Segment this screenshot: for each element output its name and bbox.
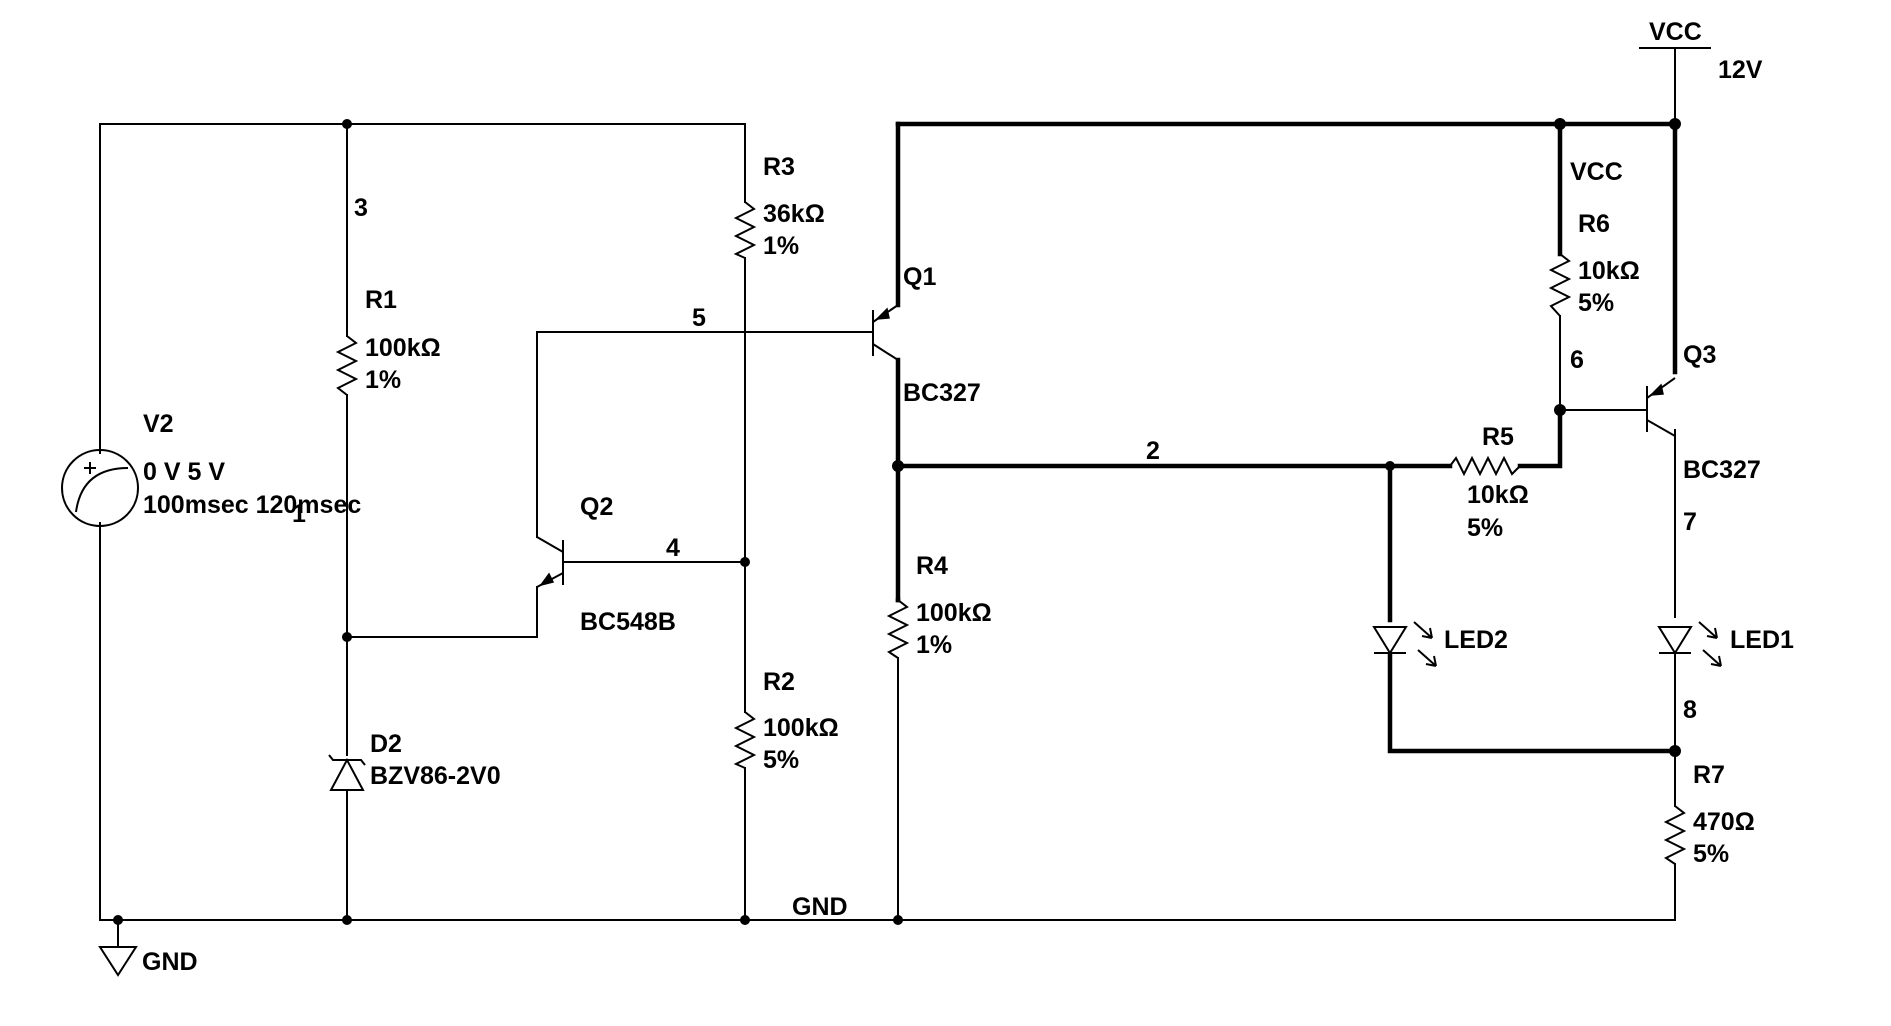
q2-ref: Q2 [580, 493, 613, 521]
r7-tol: 5% [1693, 840, 1729, 868]
resistor-r7: R7 470Ω 5% [1663, 761, 1755, 868]
net-label-4: 4 [666, 534, 680, 562]
transistor-q2: Q2 BC548B [536, 493, 676, 636]
led2-ref: LED2 [1444, 626, 1508, 654]
r4-value: 100kΩ [916, 599, 992, 627]
junction-dot [113, 915, 123, 925]
q3-value: BC327 [1683, 456, 1761, 484]
junction-dot [342, 632, 352, 642]
junction-dot [893, 915, 903, 925]
zener-diode-d2: D2 BZV86-2V0 [328, 730, 501, 791]
junction-dot [342, 119, 352, 129]
bold-wires [895, 121, 1678, 754]
resistor-r1: R1 100kΩ 1% [335, 286, 441, 396]
vcc-label: VCC [1649, 18, 1702, 46]
junction-dot [1669, 745, 1681, 757]
r7-value: 470Ω [1693, 808, 1755, 836]
junction-dot [1669, 118, 1681, 130]
v2-line2: 100msec 120msec [143, 491, 361, 519]
resistor-r3: R3 36kΩ 1% [733, 153, 825, 260]
r2-tol: 5% [763, 746, 799, 774]
r4-tol: 1% [916, 631, 952, 659]
r1-tol: 1% [365, 366, 401, 394]
resistor-r5: R5 10kΩ 5% [1449, 423, 1529, 542]
gnd-label: GND [142, 948, 198, 976]
led1: LED1 [1657, 621, 1794, 667]
junction-dot [1554, 404, 1566, 416]
resistor-r6: R6 10kΩ 5% [1548, 210, 1640, 317]
r7-ref: R7 [1693, 761, 1725, 789]
wire-led2-bottom [1387, 653, 1678, 754]
wire-node1-q2 [346, 586, 538, 638]
r3-value: 36kΩ [763, 200, 825, 228]
wire-node5 [536, 331, 874, 538]
v2-ref: V2 [143, 410, 174, 438]
net-label-6: 6 [1570, 346, 1584, 374]
q2-value: BC548B [580, 608, 676, 636]
r6-tol: 5% [1578, 289, 1614, 317]
vcc-value: 12V [1718, 56, 1763, 84]
r1-value: 100kΩ [365, 334, 441, 362]
junction-dot [892, 460, 904, 472]
net-label-1: 1 [292, 500, 306, 528]
q1-ref: Q1 [903, 263, 936, 291]
v2-line1: 0 V 5 V [143, 458, 225, 486]
r6-ref: R6 [1578, 210, 1610, 238]
r5-value: 10kΩ [1467, 481, 1529, 509]
d2-value: BZV86-2V0 [370, 762, 501, 790]
junction-dot [740, 557, 750, 567]
r1-ref: R1 [365, 286, 397, 314]
led2: LED2 [1372, 621, 1508, 667]
q1-value: BC327 [903, 379, 981, 407]
vcc-symbol: VCC 12V [1639, 18, 1763, 84]
wire-r5-right [1517, 407, 1563, 469]
r6-value: 10kΩ [1578, 257, 1640, 285]
q3-ref: Q3 [1683, 341, 1716, 369]
ground-symbol: GND [98, 946, 198, 977]
net-label-3: 3 [354, 194, 368, 222]
vcc-net-label: VCC [1570, 158, 1623, 186]
led1-ref: LED1 [1730, 626, 1794, 654]
net-labels: 1 2 3 4 5 6 7 8 [292, 194, 1697, 724]
r5-ref: R5 [1482, 423, 1514, 451]
transistor-q1: Q1 BC327 [872, 263, 981, 407]
junctions [113, 118, 1681, 925]
junction-dot [1554, 118, 1566, 130]
gnd-net-label: GND [792, 893, 848, 921]
r2-value: 100kΩ [763, 714, 839, 742]
wire-r6-bottom [1559, 315, 1566, 411]
junction-dot [740, 915, 750, 925]
d2-ref: D2 [370, 730, 402, 758]
junction-dot [342, 915, 352, 925]
net-label-2: 2 [1146, 437, 1160, 465]
r5-tol: 5% [1467, 514, 1503, 542]
r3-ref: R3 [763, 153, 795, 181]
wires [99, 47, 1676, 948]
junction-dot [1385, 461, 1395, 471]
v2-pulse-source: V2 0 V 5 V 100msec 120msec [61, 410, 361, 527]
transistor-q3: Q3 BC327 [1646, 341, 1761, 484]
r4-ref: R4 [916, 552, 948, 580]
net-label-8: 8 [1683, 696, 1697, 724]
r3-tol: 1% [763, 232, 799, 260]
resistor-r2: R2 100kΩ 5% [733, 668, 839, 774]
resistor-r4: R4 100kΩ 1% [886, 552, 992, 659]
wire-top-left [99, 123, 746, 171]
net-label-7: 7 [1683, 508, 1697, 536]
net-label-5: 5 [692, 304, 706, 332]
r2-ref: R2 [763, 668, 795, 696]
